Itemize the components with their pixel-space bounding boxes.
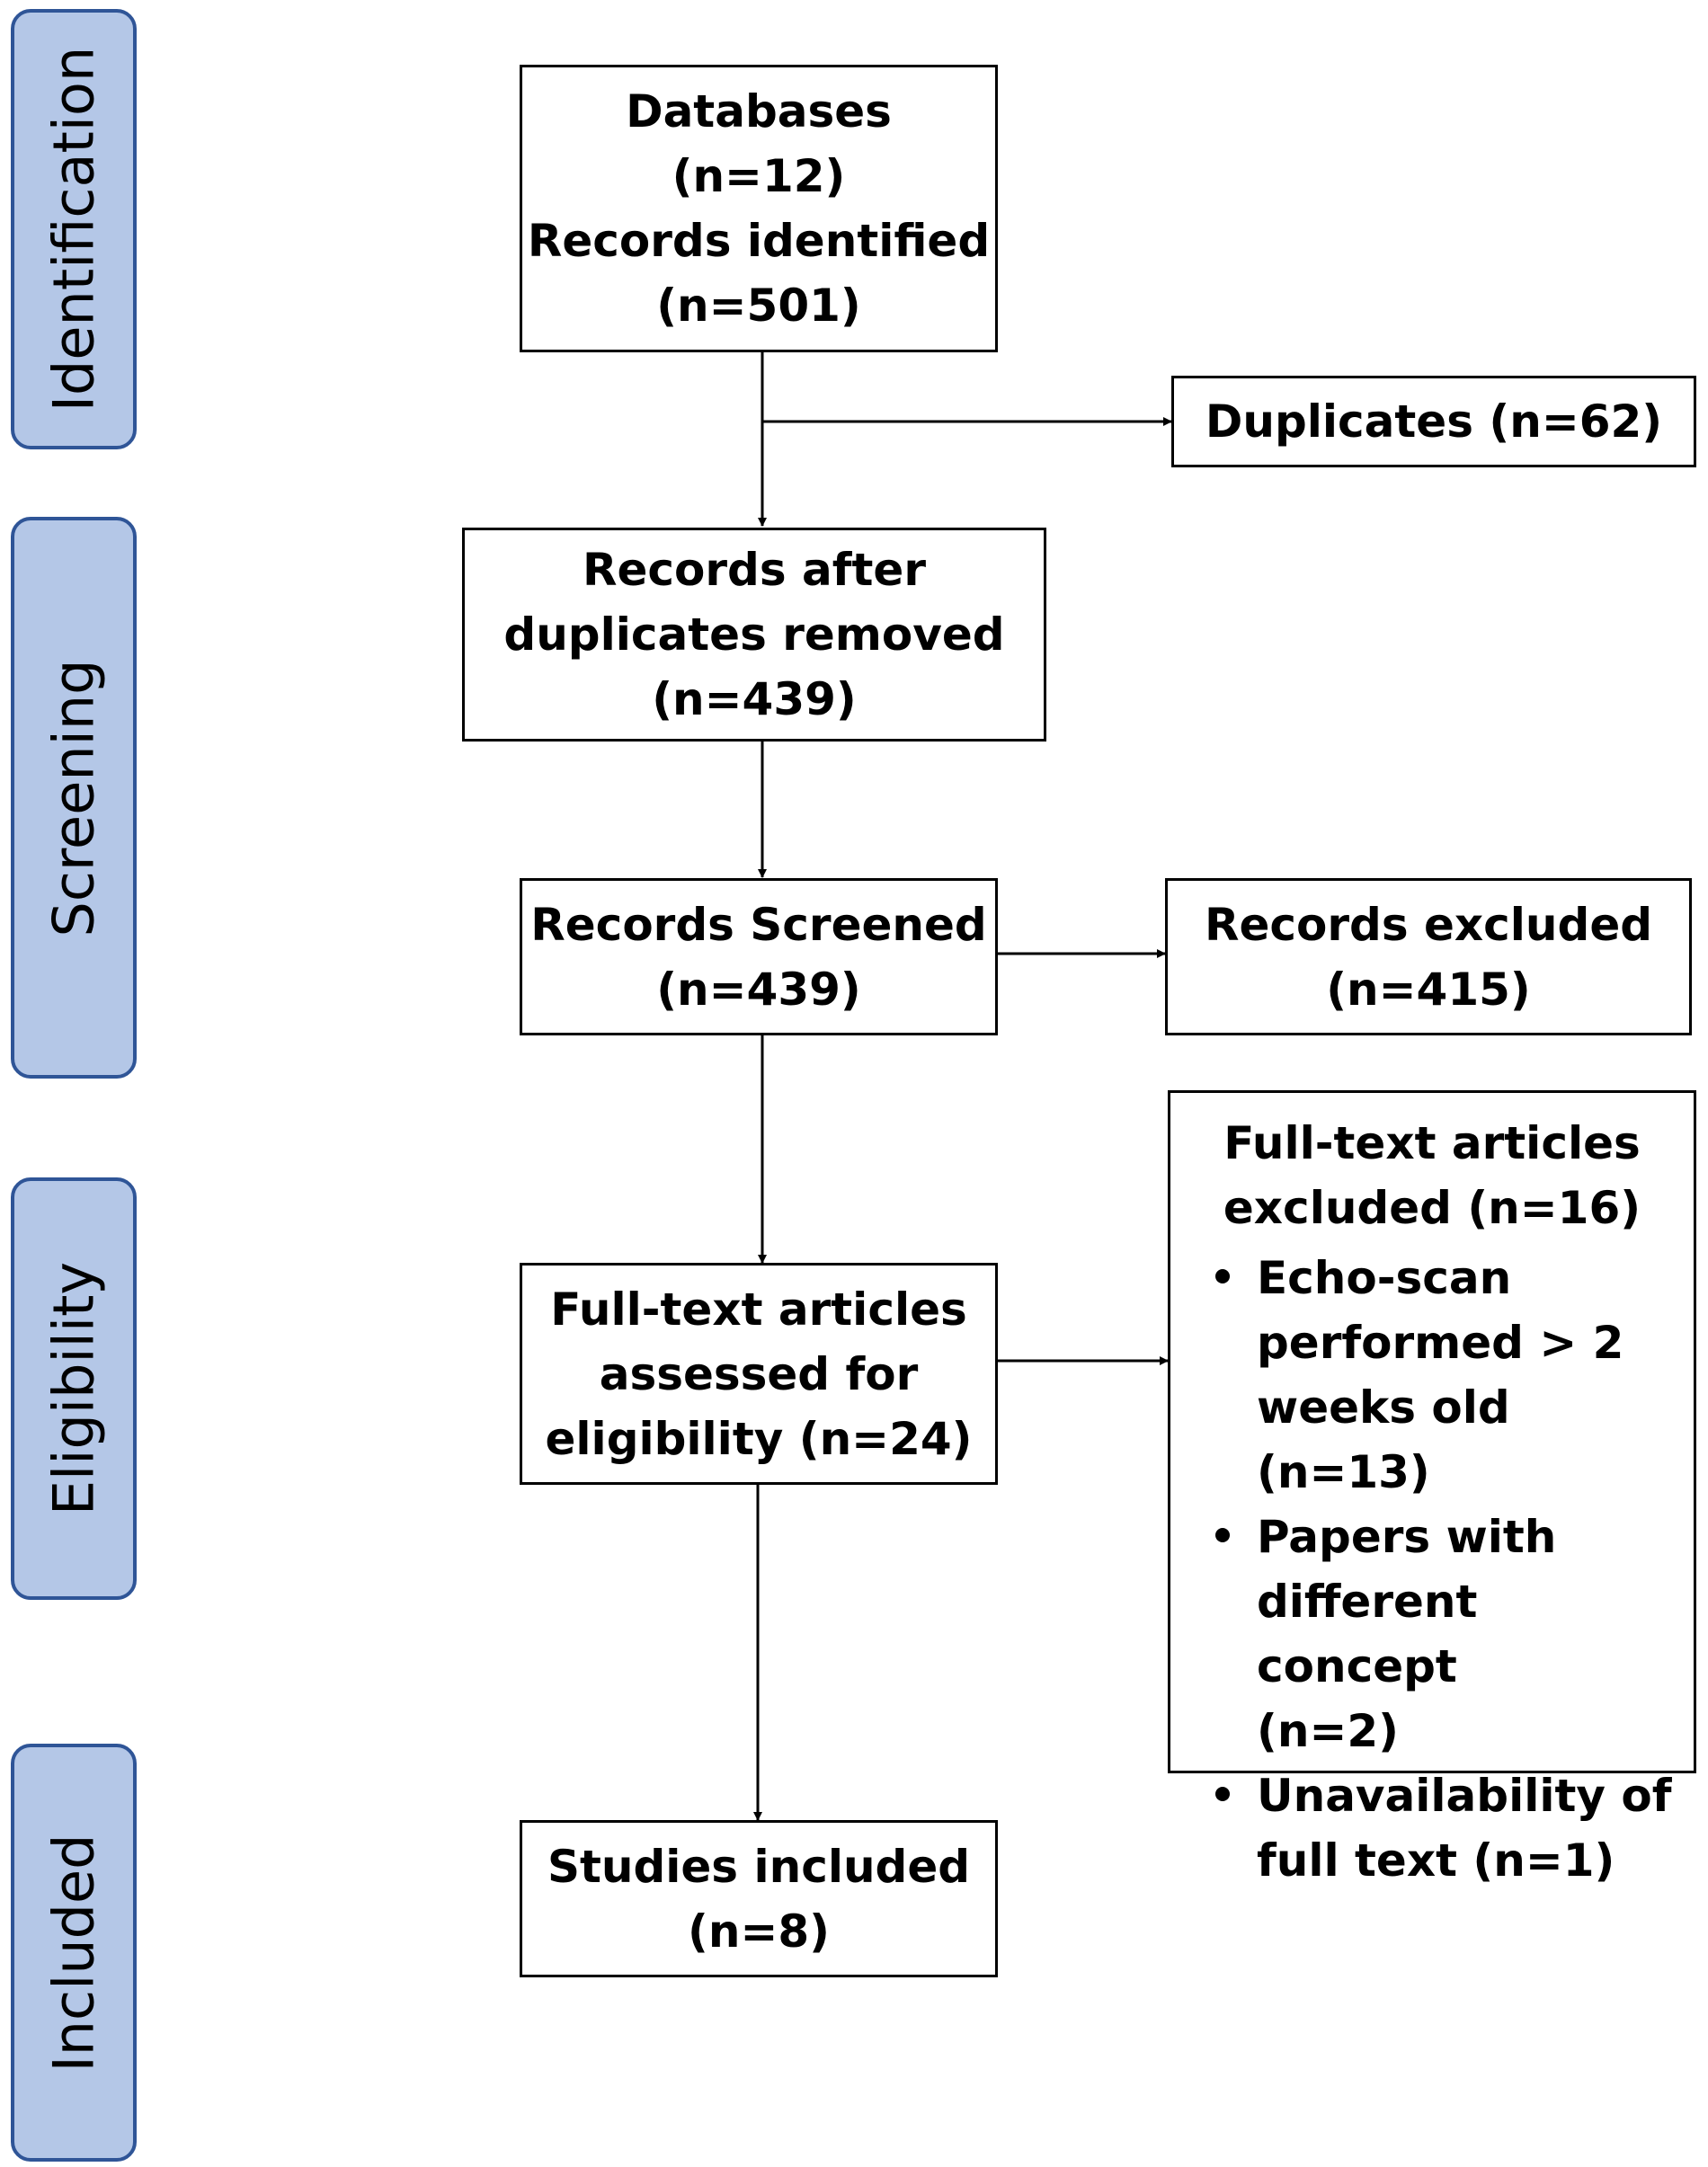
exclusion-reason-unavailability: Unavailability of full text (n=1) — [1197, 1763, 1676, 1893]
reason-line: different concept — [1257, 1576, 1478, 1692]
exclusion-reason-different-concept: Papers with different concept (n=2) — [1197, 1505, 1676, 1763]
studies-included-count: (n=8) — [688, 1905, 830, 1958]
records-excluded-count: (n=415) — [1326, 963, 1531, 1016]
records-identified-label: Records identified — [527, 215, 991, 267]
stage-eligibility: Eligibility — [11, 1177, 137, 1600]
fulltext-excluded-box: Full-text articles excluded (n=16) Echo-… — [1168, 1090, 1696, 1887]
reason-line: weeks old (n=13) — [1257, 1381, 1510, 1498]
databases-count: (n=12) — [672, 150, 846, 202]
records-screened-box: Records Screened (n=439) — [520, 878, 998, 1035]
records-screened-label: Records Screened — [530, 898, 987, 951]
reason-line: full text (n=1) — [1257, 1834, 1615, 1887]
duplicates-box: Duplicates (n=62) — [1171, 376, 1696, 467]
records-excluded-label: Records excluded — [1204, 898, 1653, 951]
stage-screening: Screening — [11, 517, 137, 1079]
studies-included-box: Studies included (n=8) — [520, 1820, 998, 1977]
after-duplicates-count: (n=439) — [652, 673, 857, 725]
records-excluded-box: Records excluded (n=415) — [1165, 878, 1692, 1035]
exclusion-reasons-list: Echo-scan performed > 2 weeks old (n=13)… — [1170, 1246, 1694, 1893]
records-identified-box: Databases (n=12) Records identified (n=5… — [520, 65, 998, 352]
reason-line: Echo-scan — [1257, 1252, 1512, 1304]
databases-label: Databases — [626, 85, 892, 138]
reason-line: performed > 2 — [1257, 1317, 1624, 1369]
duplicates-label: Duplicates (n=62) — [1205, 395, 1663, 448]
studies-included-label: Studies included — [547, 1840, 971, 1893]
records-screened-count: (n=439) — [656, 963, 861, 1016]
assessed-line1: Full-text articles — [550, 1283, 967, 1336]
stage-included: Included — [11, 1744, 137, 2162]
fulltext-assessed-box: Full-text articles assessed for eligibil… — [520, 1263, 998, 1485]
reason-line: Unavailability of — [1257, 1770, 1672, 1822]
fulltext-excluded-head2: excluded (n=16) — [1223, 1182, 1641, 1234]
after-duplicates-line1: Records after — [583, 544, 926, 596]
records-identified-count: (n=501) — [656, 280, 861, 332]
assessed-line2: assessed for — [599, 1347, 919, 1400]
assessed-line3: eligibility (n=24) — [545, 1412, 973, 1465]
fulltext-excluded-heading: Full-text articles excluded (n=16) — [1170, 1111, 1694, 1240]
fulltext-excluded-head1: Full-text articles — [1223, 1117, 1641, 1169]
records-after-duplicates-box: Records after duplicates removed (n=439) — [462, 528, 1046, 742]
stage-identification: Identification — [11, 9, 137, 449]
after-duplicates-line2: duplicates removed — [503, 608, 1005, 661]
exclusion-reason-echo-scan: Echo-scan performed > 2 weeks old (n=13) — [1197, 1246, 1676, 1505]
reason-line: (n=2) — [1257, 1705, 1399, 1757]
reason-line: Papers with — [1257, 1511, 1557, 1563]
